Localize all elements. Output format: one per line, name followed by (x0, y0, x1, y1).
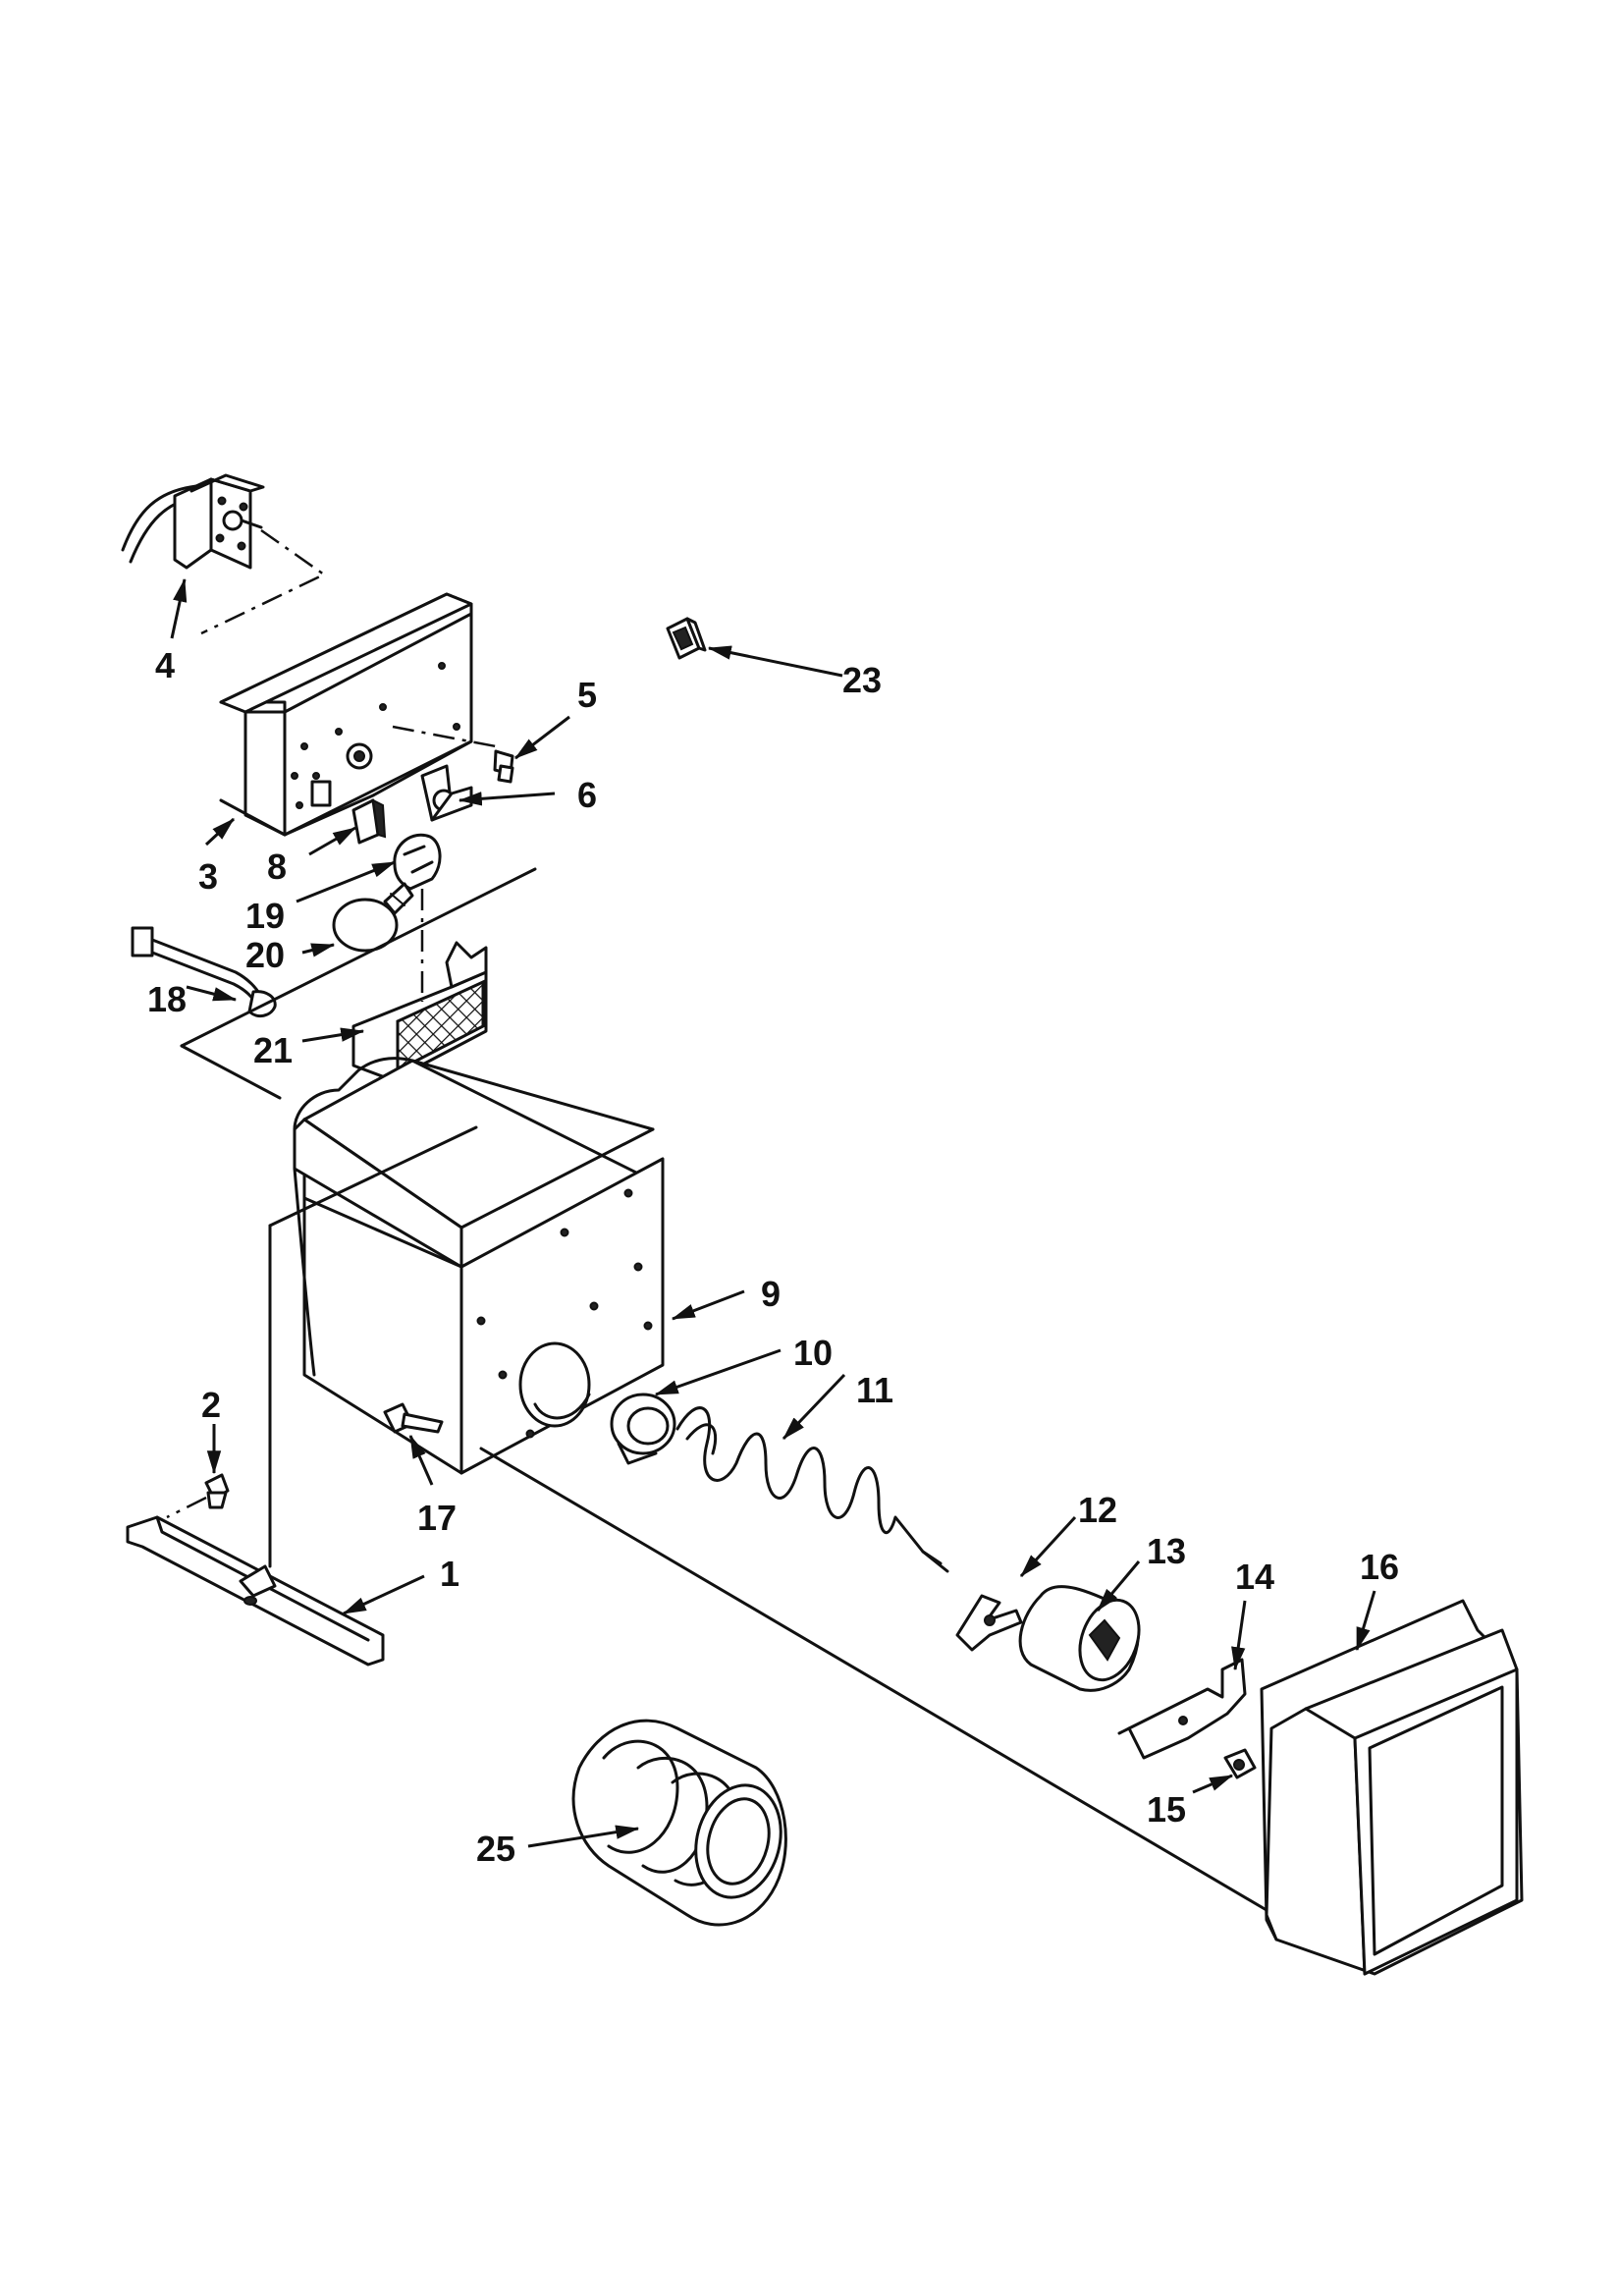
callout-16: 16 (1360, 1547, 1399, 1587)
part-6-light-socket-bracket (420, 764, 473, 822)
part-16-front-cover (1260, 1599, 1524, 1976)
part-8-switch-block (351, 798, 387, 845)
callout-4: 4 (155, 645, 175, 685)
part-13-crusher-housing (1018, 1585, 1141, 1692)
callout-10: 10 (793, 1333, 833, 1373)
callout-18: 18 (147, 979, 187, 1019)
callout-1: 1 (440, 1554, 459, 1594)
part-17-screw (383, 1402, 444, 1434)
part-4-auger-motor (121, 473, 265, 570)
part-10-bearing (610, 1393, 676, 1465)
callout-6: 6 (577, 775, 597, 815)
callout-25: 25 (476, 1829, 515, 1869)
part-18-wire-harness (131, 926, 277, 1018)
callout-23: 23 (842, 660, 882, 700)
callout-17: 17 (417, 1498, 457, 1538)
callout-11: 11 (856, 1370, 893, 1410)
part-20-light-bulb (332, 882, 414, 953)
callout-12: 12 (1078, 1490, 1117, 1530)
part-1-bin-rail (126, 1515, 385, 1667)
part-19-lamp-socket (393, 833, 442, 891)
callout-21: 21 (253, 1030, 293, 1070)
part-5-screw (493, 749, 514, 784)
part-14-bracket (1117, 1658, 1247, 1760)
callout-15: 15 (1147, 1789, 1186, 1830)
callout-20: 20 (245, 935, 285, 975)
callout-2: 2 (201, 1385, 221, 1425)
callout-14: 14 (1235, 1557, 1274, 1597)
part-9-ice-bin (293, 1057, 665, 1475)
part-3-motor-housing (219, 592, 473, 837)
callout-19: 19 (245, 896, 285, 936)
part-2-screw (204, 1473, 230, 1509)
callout-8: 8 (267, 847, 287, 887)
part-15-nut (1223, 1748, 1257, 1779)
callout-5: 5 (577, 675, 597, 715)
callout-13: 13 (1147, 1531, 1186, 1571)
callout-9: 9 (761, 1274, 781, 1314)
part-23-switch-button (666, 617, 707, 660)
part-21-light-shield (351, 941, 488, 1082)
callout-3: 3 (198, 856, 218, 897)
part-11-auger-spring (675, 1406, 949, 1573)
part-25-auger-sleeve (571, 1719, 787, 1927)
part-12-ice-crusher-blade (955, 1594, 1023, 1652)
